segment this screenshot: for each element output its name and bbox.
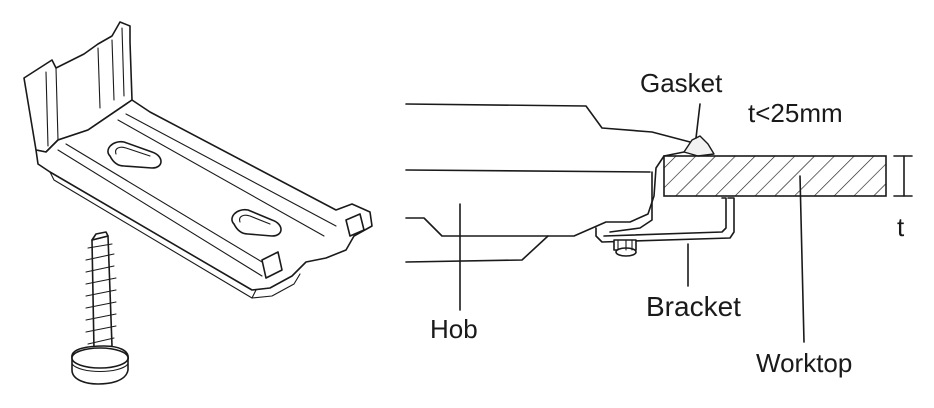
thickness-dimension	[893, 155, 913, 197]
bracket-label: Bracket	[646, 291, 741, 322]
bracket-slot-2	[231, 208, 282, 237]
hob-top-line	[405, 103, 691, 143]
worktop-label: Worktop	[756, 348, 852, 378]
worktop-section	[663, 155, 887, 197]
hob-body-line	[405, 169, 651, 173]
bracket-illustration	[23, 21, 373, 299]
bracket-screw	[613, 239, 637, 251]
thickness-symbol-label: t	[897, 212, 905, 242]
thickness-rule-label: t<25mm	[748, 98, 843, 128]
bracket-slot-1	[107, 140, 162, 169]
gasket-label: Gasket	[640, 68, 723, 98]
cross-section-diagram: Gasket t<25mm t Hob Bracket Worktop	[405, 68, 913, 378]
hob-lower-line	[405, 151, 685, 237]
bracket-profile	[595, 197, 735, 243]
screw-illustration	[71, 231, 129, 385]
worktop-leader	[799, 175, 805, 343]
gasket-leader	[695, 103, 701, 139]
gasket-shape	[683, 135, 715, 157]
hob-label: Hob	[430, 314, 478, 344]
